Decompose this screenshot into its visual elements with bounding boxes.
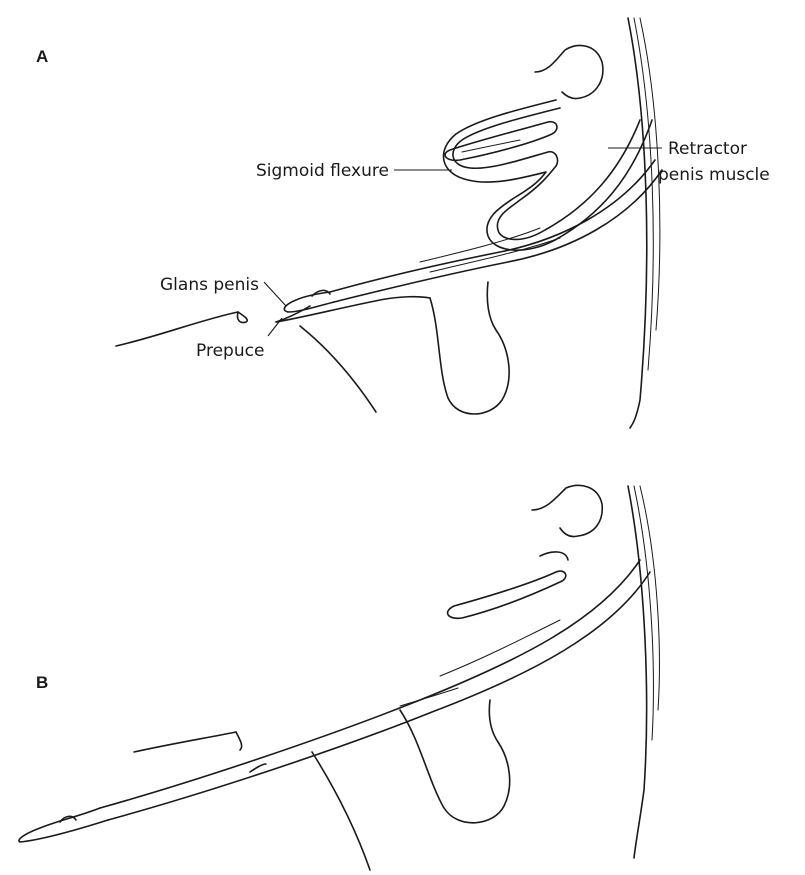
retractor-label-line2: penis muscle [658, 165, 770, 185]
panel-b-vessel [448, 571, 566, 618]
panel-a: A [36, 18, 662, 428]
sigmoid-flexure-label: Sigmoid flexure [256, 161, 389, 181]
panel-b-shaft-lower [108, 572, 650, 820]
panel-b: B [19, 485, 659, 870]
glans-leader [264, 282, 286, 306]
panel-b-abdomen-line [134, 732, 236, 752]
retractor-label-line1: Retractor [668, 139, 747, 159]
panel-a-label: A [36, 47, 48, 66]
panel-b-glans [19, 808, 108, 842]
panel-a-prepuce [276, 297, 430, 322]
panel-a-glans [284, 292, 334, 312]
prepuce-label: Prepuce [196, 341, 264, 361]
panel-a-testis [535, 46, 603, 99]
glans-penis-label: Glans penis [160, 275, 259, 295]
prepuce-leader [268, 318, 282, 336]
panel-b-prepuce [250, 764, 266, 772]
panel-a-scrotal-sac [430, 282, 509, 414]
panel-b-shaft-upper [100, 560, 640, 808]
panel-b-label: B [36, 673, 48, 692]
panel-b-testis [532, 485, 602, 536]
